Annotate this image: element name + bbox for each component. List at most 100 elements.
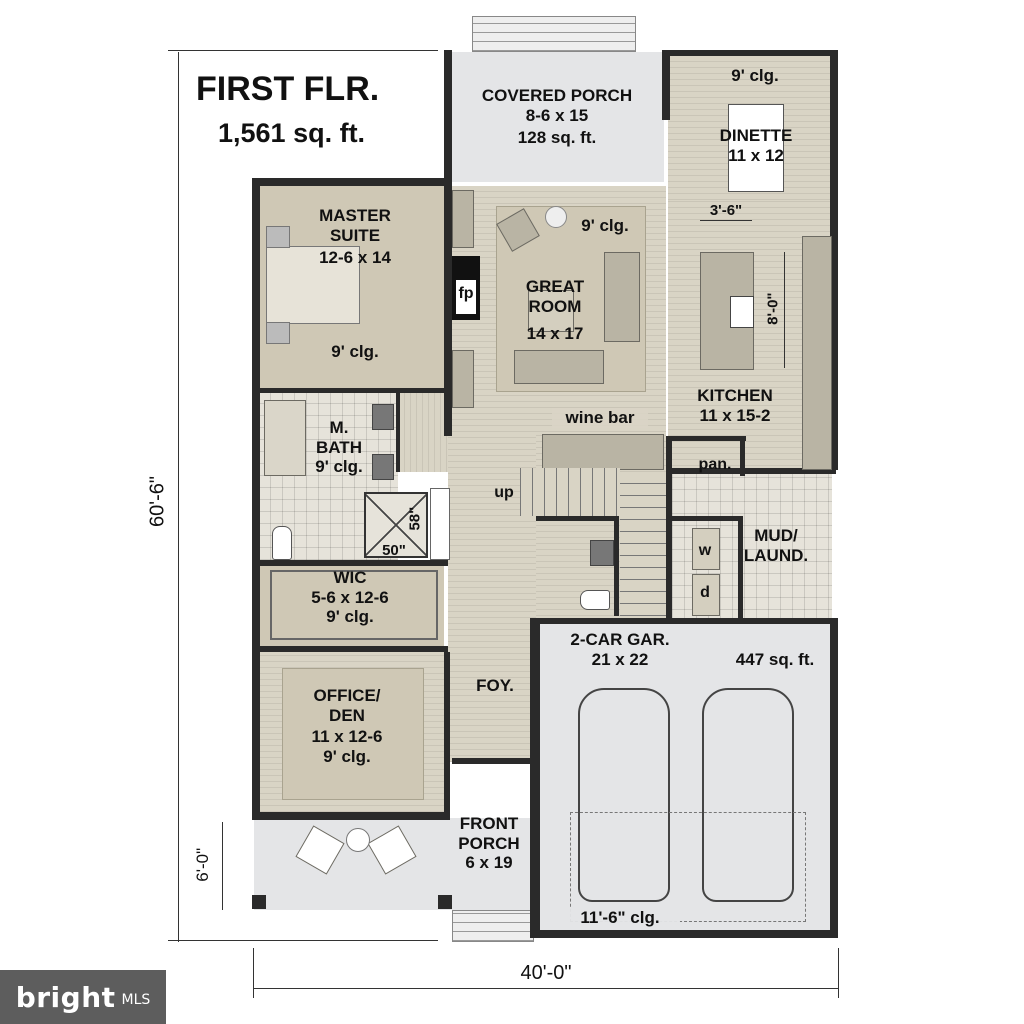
master-suite-label: MASTER SUITE 12-6 x 14 bbox=[300, 206, 410, 268]
mudroom-name-1: MUD/ bbox=[754, 526, 798, 545]
office-label: OFFICE/ DEN 11 x 12-6 9' clg. bbox=[292, 686, 402, 766]
office-rug bbox=[282, 668, 424, 800]
pantry-label: pan. bbox=[698, 456, 732, 473]
great-room-size: 14 x 17 bbox=[526, 324, 584, 344]
wall bbox=[830, 50, 838, 470]
wall bbox=[258, 560, 448, 566]
dinette-ceiling: 9' clg. bbox=[731, 66, 779, 85]
wic-label: WIC 5-6 x 12-6 9' clg. bbox=[290, 568, 410, 627]
wine-bar-counter bbox=[542, 434, 664, 470]
island-width-line bbox=[700, 220, 752, 221]
car bbox=[578, 688, 670, 902]
fireplace-inner bbox=[456, 280, 476, 314]
side-table bbox=[545, 206, 567, 228]
wall bbox=[738, 516, 743, 622]
depth-dimension-line bbox=[178, 52, 179, 942]
office-size: 11 x 12-6 bbox=[311, 727, 383, 747]
wall bbox=[666, 440, 672, 622]
bed bbox=[266, 246, 360, 324]
master-suite-name-1: MASTER bbox=[319, 206, 391, 225]
wall bbox=[258, 646, 448, 652]
vanity-sink bbox=[372, 454, 394, 480]
porch-depth-label: 6'-0" bbox=[193, 847, 213, 882]
master-bath-name-1: M. bbox=[329, 418, 349, 437]
wic-ceiling: 9' clg. bbox=[326, 607, 374, 627]
depth-tick-bottom bbox=[168, 940, 438, 941]
wall bbox=[444, 178, 452, 436]
wall bbox=[662, 50, 670, 120]
wall bbox=[396, 392, 400, 472]
great-room-label: GREAT ROOM 14 x 17 bbox=[505, 277, 605, 344]
width-tick-left bbox=[253, 948, 254, 998]
cooktop bbox=[730, 296, 754, 328]
counter bbox=[802, 236, 832, 470]
wall bbox=[614, 516, 619, 616]
wall bbox=[830, 618, 838, 938]
logo-sub-text: MLS bbox=[121, 992, 151, 1008]
office-name-1: OFFICE/ bbox=[313, 686, 381, 705]
depth-tick-top bbox=[168, 50, 438, 51]
island-length-label: 8'-0" bbox=[764, 292, 782, 325]
wall bbox=[444, 652, 450, 818]
wall bbox=[530, 618, 540, 938]
built-in-cabinet bbox=[452, 350, 474, 408]
staircase bbox=[620, 472, 666, 616]
master-suite-name-2: SUITE bbox=[329, 225, 381, 245]
master-bath-label: M. BATH 9' clg. bbox=[304, 418, 374, 477]
stairs-up-label: up bbox=[494, 484, 514, 501]
dryer bbox=[692, 574, 720, 616]
wic-size: 5-6 x 12-6 bbox=[311, 587, 389, 607]
rear-steps bbox=[472, 16, 636, 52]
kitchen-name: KITCHEN bbox=[697, 386, 773, 405]
width-tick-right bbox=[838, 948, 839, 998]
garage-area: 447 sq. ft. bbox=[735, 650, 815, 669]
front-steps bbox=[452, 910, 534, 942]
nightstand bbox=[266, 226, 290, 248]
dinette-label: DINETTE 11 x 12 bbox=[696, 126, 816, 165]
covered-porch-floor bbox=[450, 52, 664, 182]
master-suite-ceiling: 9' clg. bbox=[331, 342, 379, 361]
office-name-2: DEN bbox=[329, 705, 365, 725]
great-room-ceiling: 9' clg. bbox=[581, 216, 629, 235]
wic-floor bbox=[258, 566, 444, 646]
covered-porch-size: 8-6 x 15 bbox=[525, 105, 589, 125]
wall bbox=[452, 758, 536, 764]
garage-door-line bbox=[570, 812, 806, 922]
foyer-label: FOY. bbox=[476, 676, 514, 695]
floor-title: FIRST FLR. bbox=[196, 70, 380, 108]
wall bbox=[530, 930, 838, 938]
washer bbox=[692, 528, 720, 570]
bright-mls-logo: bright MLS bbox=[0, 970, 166, 1024]
dinette-name: DINETTE bbox=[719, 126, 793, 145]
garage-size: 21 x 22 bbox=[591, 649, 649, 669]
wall bbox=[258, 388, 448, 393]
shower-width-label: 50" bbox=[382, 542, 406, 559]
great-room-name-1: GREAT bbox=[525, 277, 585, 296]
garage-name: 2-CAR GAR. bbox=[570, 630, 670, 649]
porch-table bbox=[346, 828, 370, 852]
sofa bbox=[514, 350, 604, 384]
mudroom-label: MUD/ LAUND. bbox=[726, 526, 826, 565]
shower bbox=[364, 492, 428, 558]
width-dimension-line bbox=[254, 988, 838, 989]
porch-dimension-line bbox=[222, 822, 223, 910]
wall bbox=[666, 436, 746, 441]
mudroom-name-2: LAUND. bbox=[743, 545, 809, 565]
wall bbox=[664, 50, 836, 56]
wall bbox=[252, 178, 260, 818]
island-length-line bbox=[784, 252, 785, 368]
master-bath-name-2: BATH bbox=[316, 437, 362, 457]
closet-shelving bbox=[270, 570, 438, 640]
wall bbox=[672, 468, 836, 474]
garage-ceiling: 11'-6" clg. bbox=[560, 908, 680, 928]
wall bbox=[536, 516, 616, 521]
dinette-size: 11 x 12 bbox=[728, 145, 784, 165]
front-porch-size: 6 x 19 bbox=[465, 853, 513, 873]
wall bbox=[530, 618, 836, 624]
staircase-lower bbox=[520, 468, 620, 516]
washer-label: w bbox=[698, 542, 712, 559]
wall bbox=[252, 178, 452, 186]
wic-name: WIC bbox=[333, 568, 367, 587]
wall bbox=[438, 895, 452, 909]
logo-main-text: bright bbox=[15, 980, 116, 1014]
